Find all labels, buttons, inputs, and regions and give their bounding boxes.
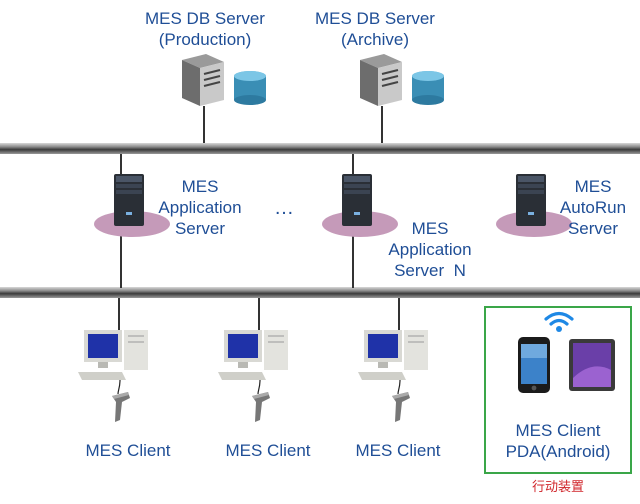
client-connector-3	[398, 298, 400, 330]
client-pc-icon-3	[358, 330, 428, 380]
smartphone-icon	[518, 337, 550, 393]
client-label-2: MES Client	[225, 441, 311, 460]
db-server-archive-label: MES DB Server(Archive)	[315, 9, 435, 49]
db-production-connector	[203, 106, 205, 144]
app-server-n-icon	[322, 174, 398, 237]
client-pc-icon-1	[78, 330, 148, 380]
db-server-production-label: MES DB Server(Production)	[145, 9, 265, 49]
barcode-scanner-icon-2	[252, 380, 270, 422]
db-archive-connector	[381, 106, 383, 144]
ellipsis: …	[274, 197, 294, 219]
client-connector-1	[118, 298, 120, 330]
app-server-icon	[94, 174, 170, 237]
backbone-network-bar-bottom	[0, 287, 640, 298]
backbone-network-bar-top	[0, 143, 640, 154]
client-pc-icon-2	[218, 330, 288, 380]
autorun-server-icon	[496, 174, 572, 237]
client-label-3: MES Client	[355, 441, 441, 460]
db-server-archive-icon	[360, 54, 444, 106]
pda-group-box	[484, 306, 632, 474]
client-label-1: MES Client	[85, 441, 171, 460]
barcode-scanner-icon-1	[112, 380, 130, 422]
tablet-icon	[569, 339, 615, 391]
db-server-production-icon	[182, 54, 266, 106]
client-connector-2	[258, 298, 260, 330]
barcode-scanner-icon-3	[392, 380, 410, 422]
mobile-device-caption: 行动装置	[531, 480, 584, 495]
wifi-icon	[544, 311, 574, 332]
